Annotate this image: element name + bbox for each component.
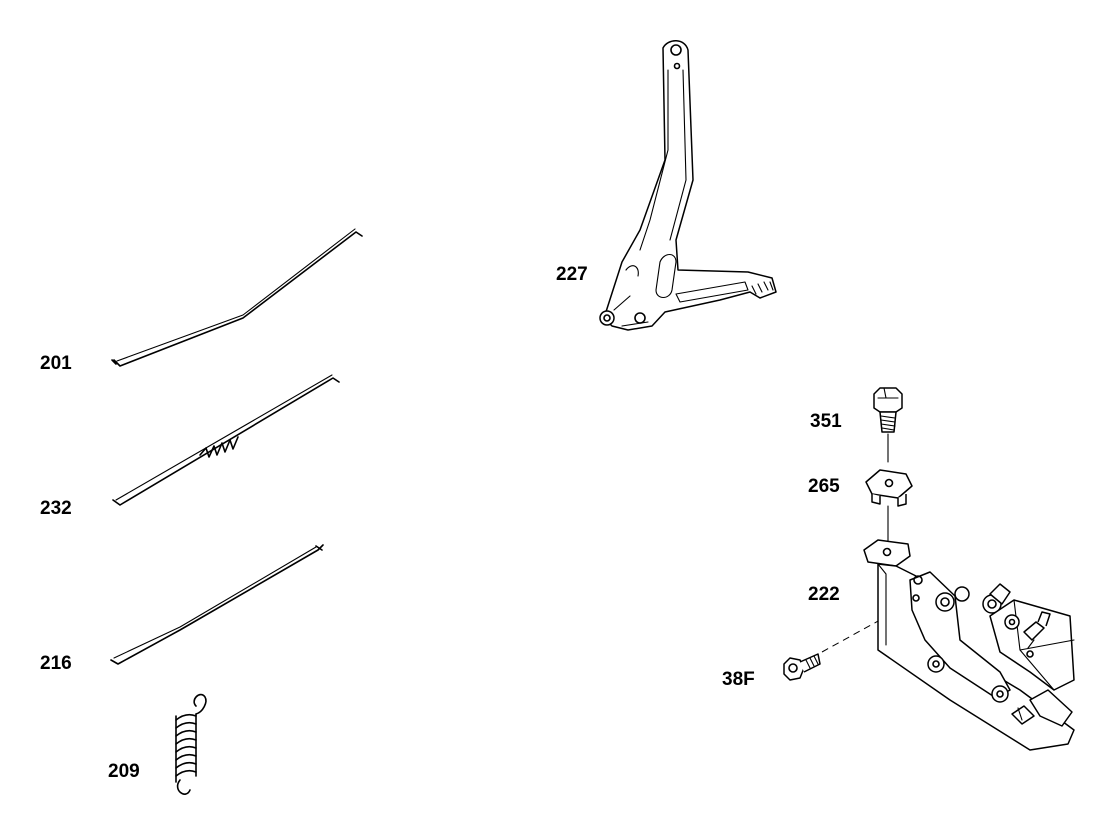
label-222: 222 xyxy=(808,584,840,605)
part-38f-screw xyxy=(783,603,906,681)
label-227: 227 xyxy=(556,264,588,285)
label-209: 209 xyxy=(108,761,140,782)
label-216: 216 xyxy=(40,653,72,674)
part-232-spring-link xyxy=(112,374,340,506)
label-38f: 38F xyxy=(722,669,755,690)
part-216-link-rod xyxy=(110,544,324,665)
part-265-clamp xyxy=(865,469,913,549)
label-265: 265 xyxy=(808,476,840,497)
label-232: 232 xyxy=(40,498,72,519)
part-209-spring xyxy=(175,693,207,795)
part-227-governor-lever xyxy=(599,40,777,331)
spring-coil-232 xyxy=(199,436,239,458)
label-201: 201 xyxy=(40,353,72,374)
label-351: 351 xyxy=(810,411,842,432)
part-222-control-bracket xyxy=(863,539,1075,751)
part-351-bolt xyxy=(873,387,903,463)
part-201-link-rod xyxy=(111,228,363,367)
